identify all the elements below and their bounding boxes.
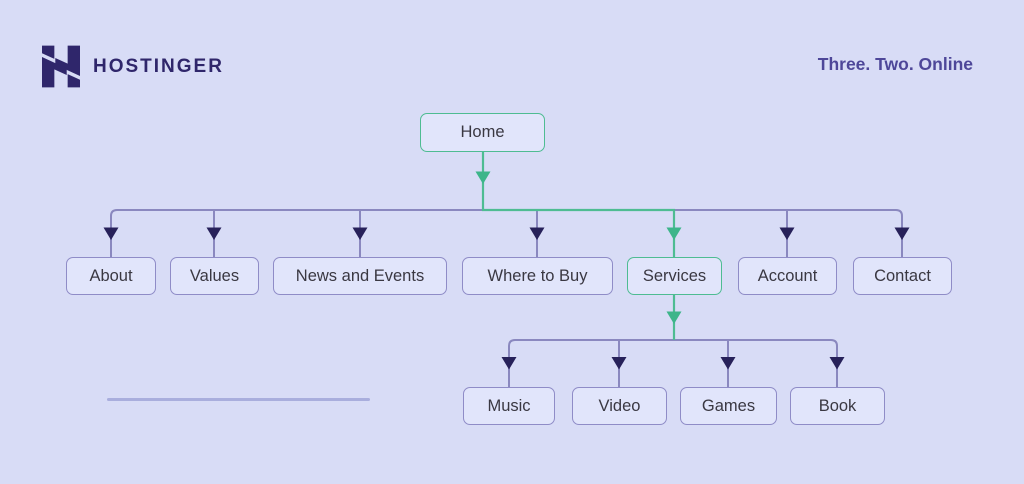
arrowheads [103,171,910,370]
node-contact: Contact [853,257,952,295]
hostinger-h-icon [42,45,80,88]
node-where-to-buy: Where to Buy [462,257,613,295]
node-news-and-events: News and Events [273,257,447,295]
level2-connectors [508,339,838,388]
node-values: Values [170,257,259,295]
decorative-line [107,398,370,401]
node-about: About [66,257,156,295]
node-account: Account [738,257,837,295]
node-music: Music [463,387,555,425]
level1-connectors [110,209,903,258]
node-book: Book [790,387,885,425]
brand-name: HOSTINGER [93,55,224,77]
brand-tagline: Three. Two. Online [817,54,973,74]
highlighted-path-lines [481,151,676,340]
node-games: Games [680,387,777,425]
node-video: Video [572,387,667,425]
node-home: Home [420,113,545,152]
hostinger-logo: HOSTINGER [42,44,224,89]
node-services: Services [627,257,722,295]
